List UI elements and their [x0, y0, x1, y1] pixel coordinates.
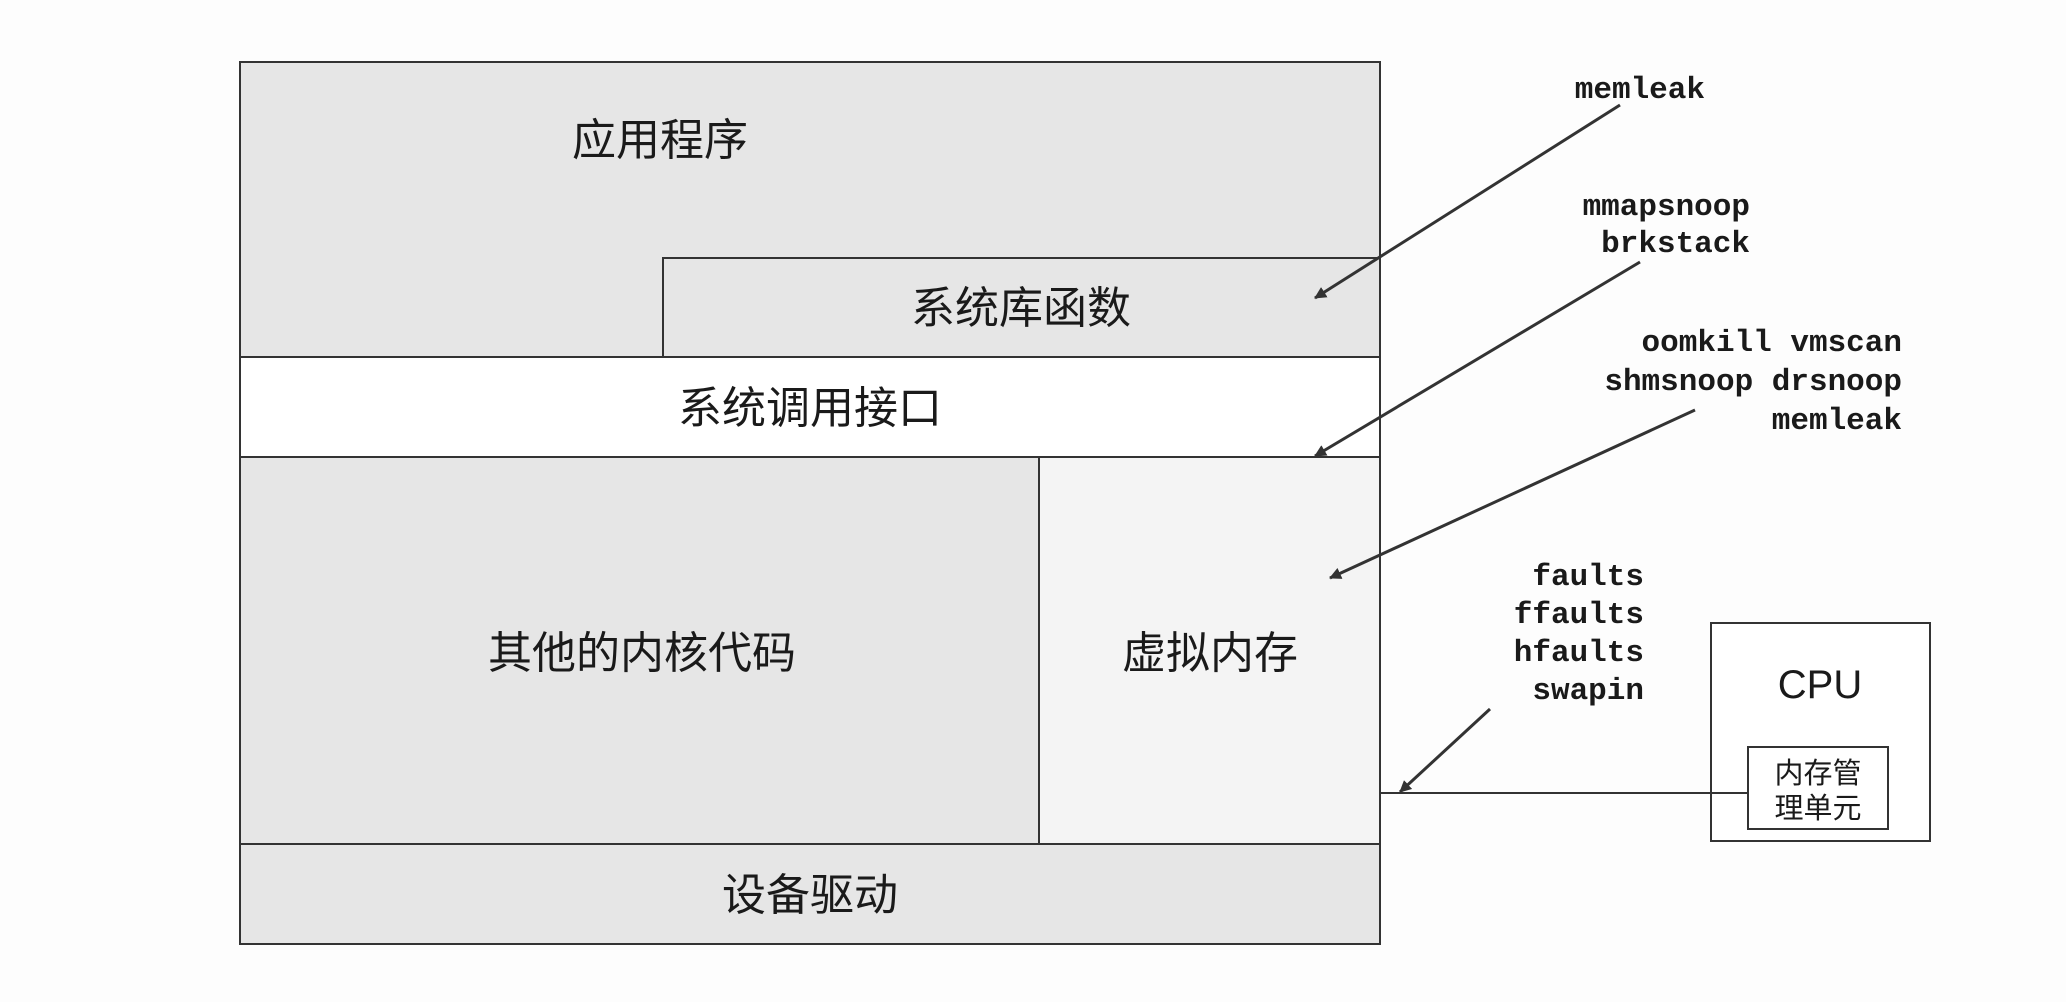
tool-ffaults: ffaults [1514, 598, 1644, 633]
tool-shmsnoop-drsnoop: shmsnoop drsnoop [1604, 365, 1902, 400]
arrow-memleak-to-library [1314, 103, 1621, 300]
application-label: 应用程序 [572, 115, 748, 166]
device-drivers-label: 设备驱动 [722, 870, 898, 921]
tool-memleak-library: memleak [1575, 73, 1705, 108]
device-drivers-box [239, 843, 1381, 945]
syscall-interface-box [239, 356, 1381, 458]
arrow-vm-tools-to-virtual-memory [1329, 408, 1696, 580]
tool-memleak-vm: memleak [1772, 404, 1902, 439]
arrow-syscall-tools-to-interface [1314, 260, 1641, 458]
tool-brkstack: brkstack [1601, 227, 1750, 262]
virtual-memory-box [1038, 456, 1381, 845]
system-library-label: 系统库函数 [911, 283, 1131, 334]
tool-oomkill-vmscan: oomkill vmscan [1642, 326, 1902, 361]
mmu-label-line2: 理单元 [1774, 791, 1861, 825]
cpu-label: CPU [1778, 663, 1862, 707]
arrow-fault-tools-to-mmu-link [1398, 707, 1492, 794]
other-kernel-code-label: 其他的内核代码 [488, 628, 796, 679]
other-kernel-code-box [239, 456, 1040, 845]
tool-swapin: swapin [1532, 674, 1644, 709]
mmu-box [1747, 746, 1889, 830]
mmu-label-line1: 内存管 [1774, 756, 1861, 790]
tool-hfaults: hfaults [1514, 636, 1644, 671]
syscall-interface-label: 系统调用接口 [678, 383, 942, 434]
virtual-memory-label: 虚拟内存 [1122, 628, 1298, 679]
tool-mmapsnoop: mmapsnoop [1583, 190, 1750, 225]
system-library-box [662, 257, 1381, 358]
tool-faults: faults [1532, 560, 1644, 595]
